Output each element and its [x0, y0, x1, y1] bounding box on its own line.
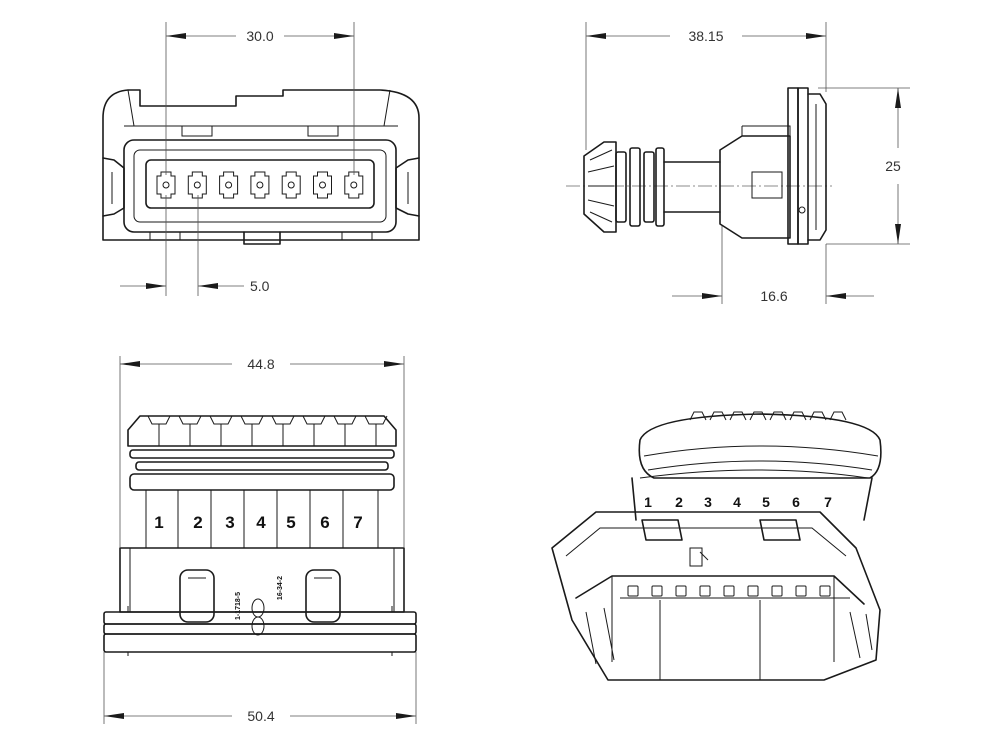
pin-label: 1 [154, 513, 163, 532]
front-rib [795, 585, 807, 597]
iso-front-ribs [627, 585, 831, 597]
front-pin-cavities [156, 171, 364, 199]
pin-channels [177, 490, 344, 548]
dim-front-width: 30.0 [246, 28, 273, 44]
crown-tooth [749, 411, 767, 421]
part-number-marking: 1-1718-5 [235, 592, 242, 620]
pin-label: 4 [256, 513, 266, 532]
crown-tooth [769, 411, 787, 421]
crown-tooth [829, 411, 847, 421]
crown-tooth [729, 411, 747, 421]
crown-tooth [809, 411, 827, 421]
pin-labels-bottom-view: 1 2 3 4 5 6 7 [154, 513, 362, 532]
crown-tooth [178, 415, 202, 425]
pin-cavity [219, 171, 239, 199]
pin-labels-isometric-view: 1 2 3 4 5 6 7 [644, 494, 832, 510]
pin-label: 6 [320, 513, 329, 532]
pin-cavity [344, 171, 364, 199]
isometric-view [551, 411, 882, 681]
dim-bottom-outer-width: 50.4 [247, 708, 274, 724]
pin-cavity [187, 171, 207, 199]
crown-tooth [240, 415, 264, 425]
bottom-view: 1-1718-5 16-34-2 44.8 50.4 [103, 356, 417, 724]
pin-contact [193, 181, 201, 189]
front-view: 30.0 5.0 [102, 22, 420, 296]
crown-tooth [333, 415, 357, 425]
pin-label: 2 [675, 494, 683, 510]
front-rib [723, 585, 735, 597]
iso-crown-teeth [689, 411, 847, 421]
crown-tooth [689, 411, 707, 421]
dim-front-pitch: 5.0 [250, 278, 270, 294]
crown-teeth [147, 415, 388, 446]
dim-side-length: 38.15 [688, 28, 723, 44]
pin-label: 6 [792, 494, 800, 510]
front-rib [819, 585, 831, 597]
pin-contact [319, 181, 326, 189]
pin-label: 7 [353, 513, 362, 532]
pin-contact [162, 181, 170, 189]
pin-contact [287, 181, 295, 189]
crown-tooth [709, 411, 727, 421]
pin-label: 1 [644, 494, 652, 510]
front-rib [699, 585, 711, 597]
pin-cavity [313, 171, 332, 199]
dim-side-offset: 16.6 [760, 288, 787, 304]
pin-label: 4 [733, 494, 741, 510]
front-rib [747, 585, 759, 597]
pin-label: 5 [762, 494, 770, 510]
front-rib [675, 585, 687, 597]
pin-label: 3 [704, 494, 712, 510]
pin-contact [225, 181, 233, 189]
pin-cavity [156, 171, 176, 199]
front-rib [651, 585, 663, 597]
pin-cavity [281, 171, 301, 199]
dim-side-height: 25 [885, 158, 901, 174]
pin-label: 7 [824, 494, 832, 510]
front-rib [627, 585, 639, 597]
date-code-marking: 16-34-2 [277, 576, 284, 600]
dim-bottom-inner-width: 44.8 [247, 356, 274, 372]
pin-label: 2 [193, 513, 202, 532]
pin-contact [256, 181, 264, 189]
crown-tooth [147, 415, 171, 425]
side-view: 38.15 25 16.6 [566, 22, 910, 304]
pin-label: 3 [225, 513, 234, 532]
crown-tooth [789, 411, 807, 421]
pin-contact [350, 181, 358, 189]
crown-tooth [271, 415, 295, 425]
pin-label: 5 [286, 513, 295, 532]
pin-cavity [250, 171, 270, 199]
crown-tooth [364, 415, 388, 425]
crown-tooth [209, 415, 233, 425]
crown-tooth [302, 415, 326, 425]
front-rib [771, 585, 783, 597]
